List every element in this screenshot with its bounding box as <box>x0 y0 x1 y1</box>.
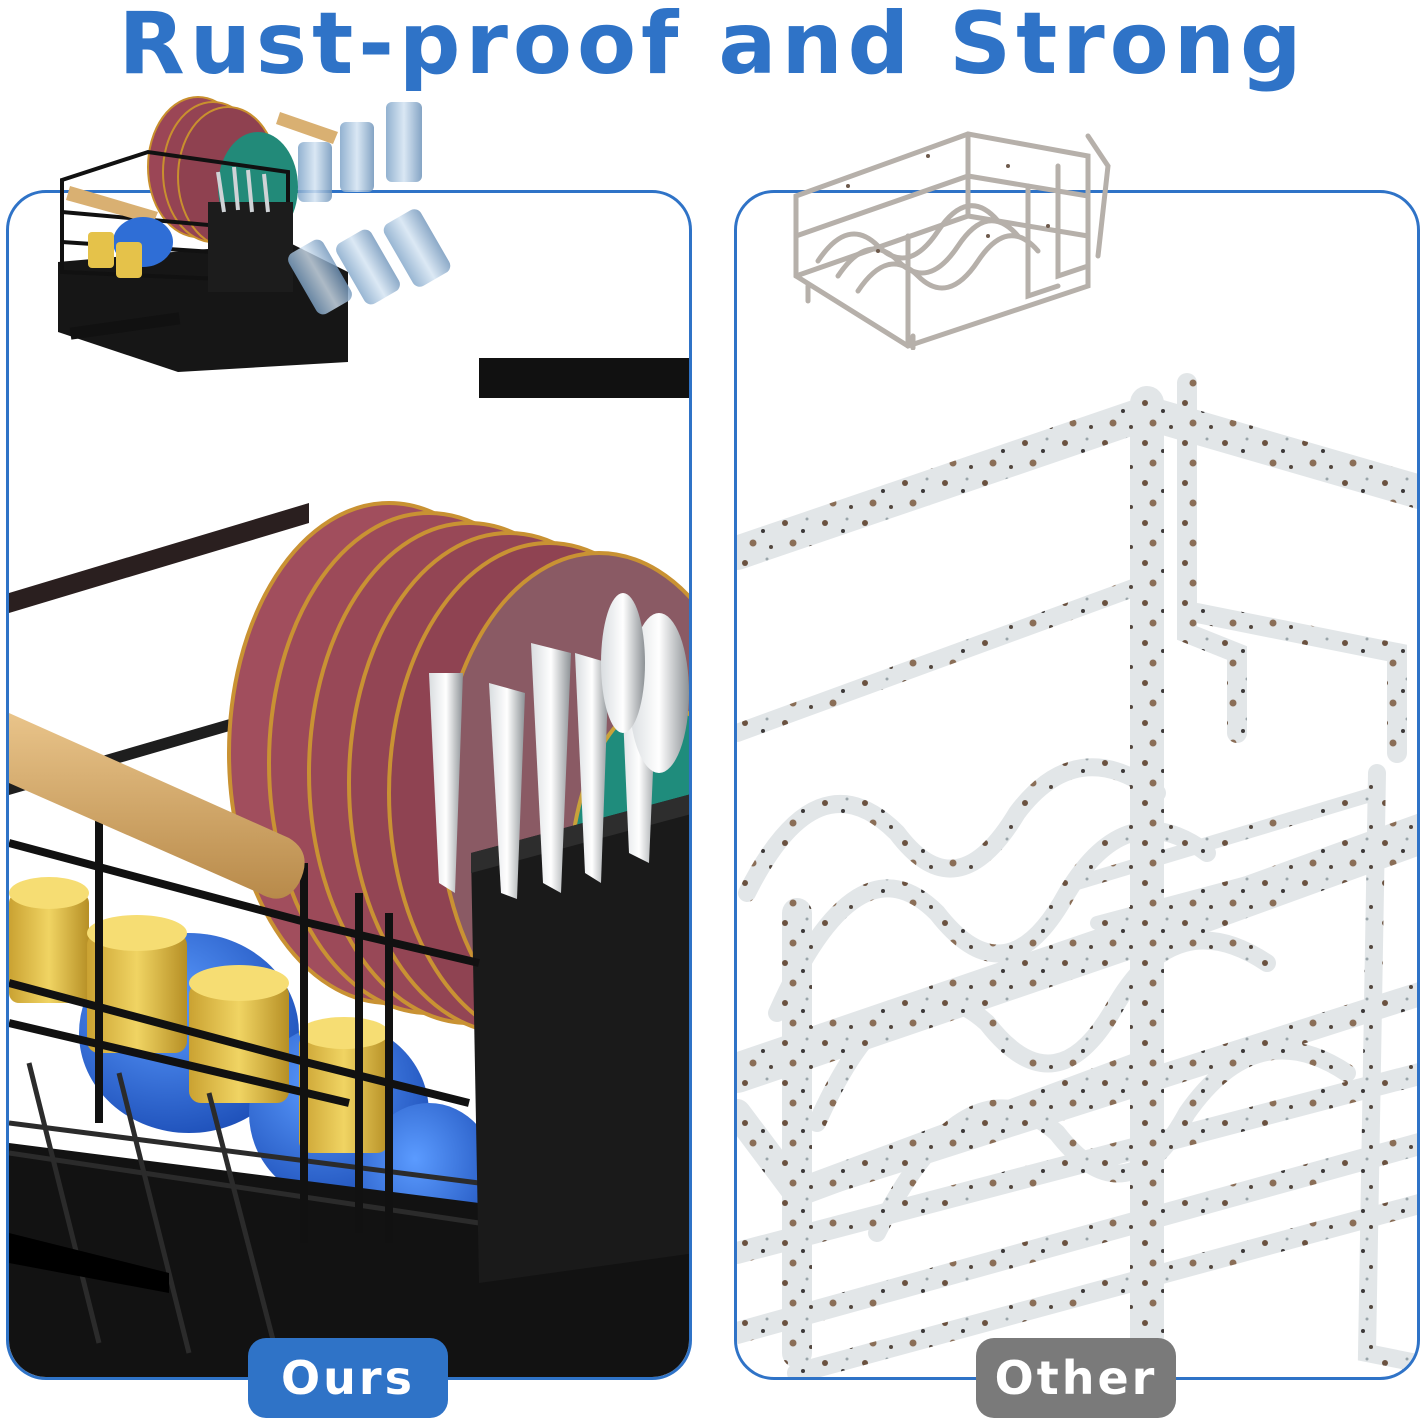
other-closeup-image <box>737 373 1417 1377</box>
other-panel <box>734 190 1420 1380</box>
ours-label-badge: Ours <box>248 1338 448 1418</box>
ours-thumbnail-image <box>58 96 451 372</box>
other-thumbnail-image <box>793 131 1111 350</box>
ours-panel <box>6 190 692 1380</box>
ours-closeup-image <box>9 358 689 1377</box>
other-label-badge: Other <box>976 1338 1176 1418</box>
headline: Rust-proof and Strong <box>118 0 1307 94</box>
